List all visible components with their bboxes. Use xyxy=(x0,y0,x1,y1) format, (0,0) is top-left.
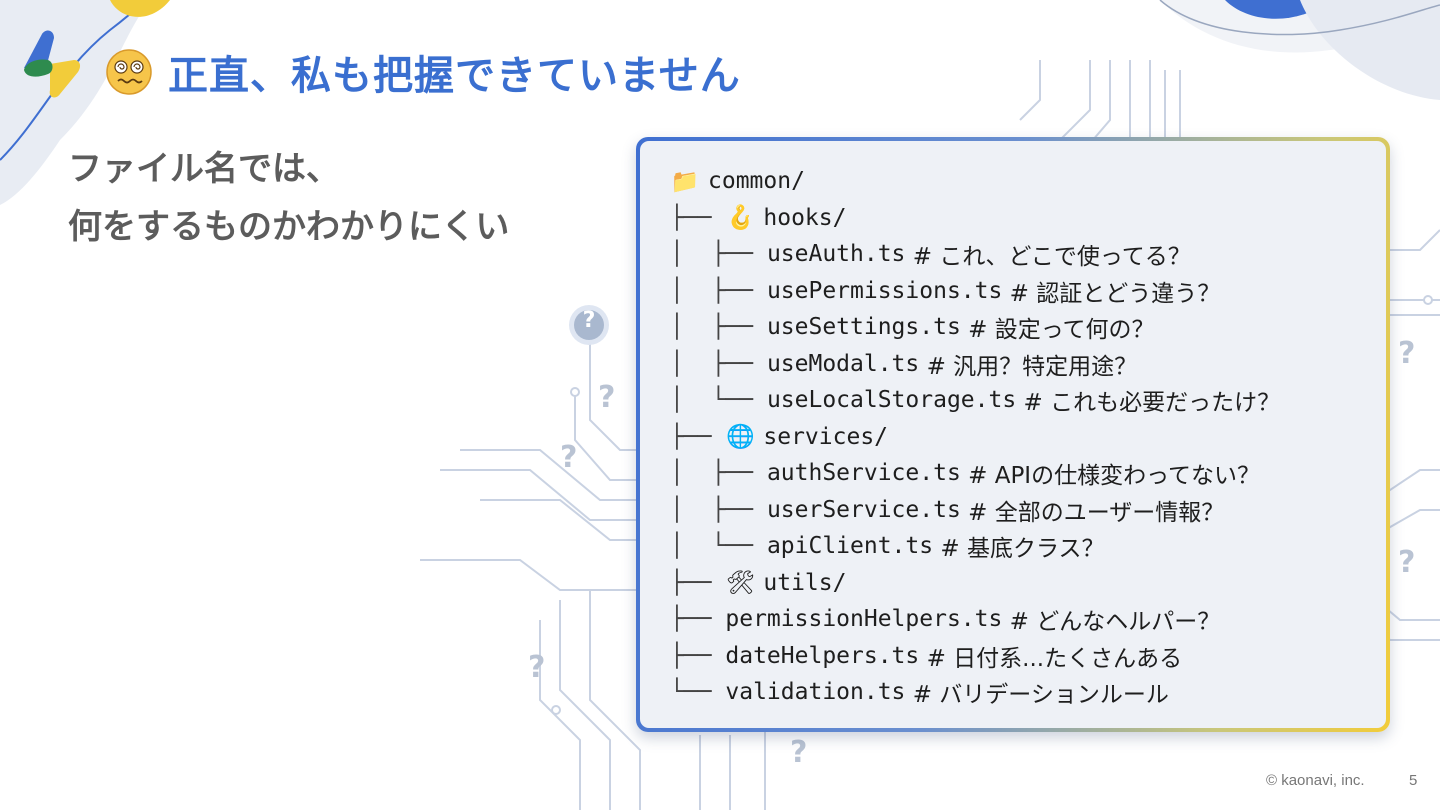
file-name: useLocalStorage.ts xyxy=(767,387,1016,413)
footer-copyright: © kaonavi, inc. xyxy=(1266,772,1365,789)
tree-branch-glyph: ├── xyxy=(670,205,725,231)
tree-branch-glyph: ├── xyxy=(670,570,725,596)
file-comment: # どんなヘルパー？ xyxy=(1002,602,1220,636)
file-name: useSettings.ts xyxy=(767,314,961,340)
file-comment: # これも必要だったけ？ xyxy=(1016,383,1280,417)
tree-line: │ ├── usePermissions.ts # 認証とどう違う？ xyxy=(670,273,1280,310)
file-name: services/ xyxy=(763,424,888,450)
file-tree: 📁 common/ ├── 🪝 hooks/ │ ├── useAuth.ts # これ… xyxy=(670,163,1280,711)
question-mark-decoration: ? xyxy=(560,440,577,475)
tree-line: ├── 🪝 hooks/ xyxy=(670,200,1280,237)
subtitle-line: 何をするものかわかりにくい xyxy=(68,198,509,256)
tree-line: │ ├── useSettings.ts # 設定って何の？ xyxy=(670,309,1280,346)
file-name: usePermissions.ts xyxy=(767,278,1002,304)
confused-face-icon xyxy=(104,47,154,97)
file-comment: # APIの仕様変わってない？ xyxy=(961,456,1260,490)
slide-subtitle: ファイル名では、 何をするものかわかりにくい xyxy=(68,140,509,256)
tree-line: │ └── useLocalStorage.ts # これも必要だったけ？ xyxy=(670,382,1280,419)
file-name: common/ xyxy=(708,168,805,194)
subtitle-line: ファイル名では、 xyxy=(68,140,509,198)
question-mark-decoration: ? xyxy=(528,650,545,685)
tree-line: ├── dateHelpers.ts # 日付系...たくさんある xyxy=(670,638,1280,675)
tree-branch-glyph: │ ├── xyxy=(670,460,767,486)
file-tree-panel: 📁 common/ ├── 🪝 hooks/ │ ├── useAuth.ts # これ… xyxy=(636,137,1390,732)
file-name: dateHelpers.ts xyxy=(725,643,919,669)
tree-line: ├── permissionHelpers.ts # どんなヘルパー？ xyxy=(670,601,1280,638)
page-number: 5 xyxy=(1409,772,1417,789)
folder-icon: 📁 xyxy=(670,168,700,195)
file-name: userService.ts xyxy=(767,497,961,523)
file-comment: # 基底クラス？ xyxy=(933,529,1104,563)
file-comment: # 全部のユーザー情報？ xyxy=(961,493,1224,527)
tree-line: │ ├── authService.ts # APIの仕様変わってない？ xyxy=(670,455,1280,492)
question-mark-decoration: ? xyxy=(579,308,599,333)
globe-icon: 🌐 xyxy=(725,423,755,450)
tree-line: ├── 🌐 services/ xyxy=(670,419,1280,456)
tree-line: │ ├── useAuth.ts # これ、どこで使ってる？ xyxy=(670,236,1280,273)
file-comment: # 日付系...たくさんある xyxy=(919,639,1182,673)
tree-line: ├── 🛠 utils/ xyxy=(670,565,1280,602)
tree-branch-glyph: │ ├── xyxy=(670,497,767,523)
tree-branch-glyph: ├── xyxy=(670,606,725,632)
file-name: apiClient.ts xyxy=(767,533,933,559)
question-mark-decoration: ? xyxy=(1398,545,1415,580)
question-mark-decoration: ? xyxy=(790,735,807,770)
tree-branch-glyph: │ └── xyxy=(670,387,767,413)
tree-branch-glyph: │ ├── xyxy=(670,314,767,340)
tree-branch-glyph: ├── xyxy=(670,424,725,450)
file-comment: # 設定って何の？ xyxy=(961,310,1155,344)
file-name: validation.ts xyxy=(725,679,905,705)
tree-branch-glyph: │ └── xyxy=(670,533,767,559)
file-comment: # 認証とどう違う？ xyxy=(1002,274,1220,308)
tree-branch-glyph: ├── xyxy=(670,643,725,669)
tree-branch-glyph: │ ├── xyxy=(670,278,767,304)
logo-icon xyxy=(16,28,82,100)
tree-line: └── validation.ts # バリデーションルール xyxy=(670,674,1280,711)
question-mark-decoration: ? xyxy=(1398,336,1415,371)
file-name: useModal.ts xyxy=(767,351,919,377)
tools-icon: 🛠 xyxy=(725,569,755,596)
hook-icon: 🪝 xyxy=(725,204,755,231)
file-name: hooks/ xyxy=(763,205,846,231)
tree-branch-glyph: │ ├── xyxy=(670,351,767,377)
tree-branch-glyph: │ ├── xyxy=(670,241,767,267)
tree-line: │ ├── userService.ts # 全部のユーザー情報？ xyxy=(670,492,1280,529)
slide-title-row: 正直、私も把握できていません xyxy=(104,42,741,102)
file-comment: # バリデーションルール xyxy=(905,675,1168,709)
tree-line: │ └── apiClient.ts # 基底クラス？ xyxy=(670,528,1280,565)
slide-title: 正直、私も把握できていません xyxy=(168,43,741,101)
file-comment: # これ、どこで使ってる？ xyxy=(905,237,1190,271)
file-comment: # 汎用？特定用途？ xyxy=(919,347,1137,381)
tree-line: │ ├── useModal.ts # 汎用？特定用途？ xyxy=(670,346,1280,383)
tree-line: 📁 common/ xyxy=(670,163,1280,200)
tree-branch-glyph: └── xyxy=(670,679,725,705)
file-name: useAuth.ts xyxy=(767,241,905,267)
file-name: utils/ xyxy=(763,570,846,596)
file-name: permissionHelpers.ts xyxy=(725,606,1002,632)
question-mark-decoration: ? xyxy=(598,380,615,415)
file-tree-box: 📁 common/ ├── 🪝 hooks/ │ ├── useAuth.ts # これ… xyxy=(640,141,1386,728)
file-name: authService.ts xyxy=(767,460,961,486)
